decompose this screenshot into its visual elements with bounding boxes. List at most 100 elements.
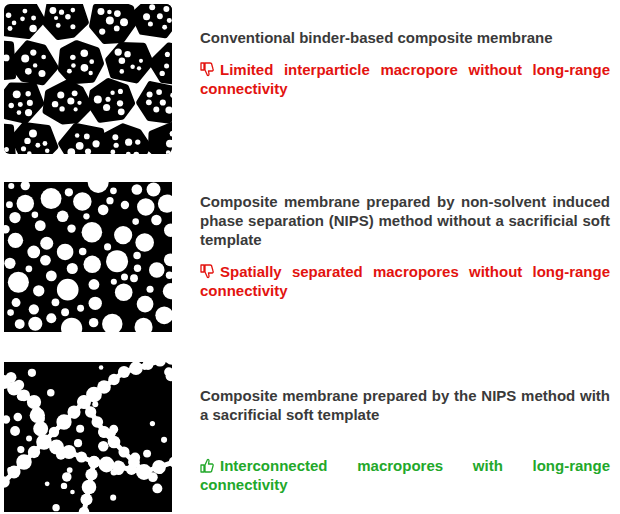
pore (165, 52, 170, 57)
pore (83, 213, 89, 219)
pore (106, 16, 114, 24)
pore (21, 146, 26, 151)
pore (102, 314, 122, 332)
pore (114, 143, 119, 148)
pore (157, 13, 163, 19)
pore-group (4, 362, 172, 512)
pore (121, 201, 129, 209)
pore (81, 64, 89, 72)
macropore (80, 493, 92, 505)
pore (43, 141, 48, 146)
pore (97, 8, 104, 15)
thumbs-down-icon (200, 264, 214, 279)
pore (45, 481, 50, 486)
pore (28, 317, 42, 331)
pore (28, 369, 36, 377)
macropore (152, 460, 166, 474)
pore (89, 318, 98, 327)
pore (120, 18, 128, 26)
pore (8, 26, 13, 31)
pore (156, 89, 162, 95)
pore (8, 272, 29, 293)
macropore (97, 380, 111, 394)
panel-ground (4, 362, 172, 512)
pore (46, 271, 57, 282)
macropore (82, 480, 97, 495)
pore (67, 97, 74, 104)
pore (147, 286, 154, 293)
pore (12, 298, 21, 307)
pore (61, 483, 67, 489)
pore (163, 283, 172, 299)
pore (132, 184, 143, 195)
pore (81, 50, 89, 58)
macropore (108, 374, 120, 386)
pore (92, 401, 98, 407)
pore (76, 142, 84, 150)
pore (72, 413, 78, 419)
pore (149, 4, 155, 10)
particle (46, 83, 91, 122)
pore (111, 279, 117, 285)
pore (155, 306, 172, 324)
macropore (154, 362, 166, 367)
pore (163, 6, 169, 12)
pore (65, 188, 73, 196)
macropore (37, 435, 51, 449)
pore (67, 69, 72, 74)
pore (41, 55, 46, 60)
pore (133, 152, 139, 154)
pore (74, 107, 78, 111)
pore (70, 24, 75, 29)
pore (103, 104, 110, 111)
pore (110, 150, 115, 154)
pore (135, 233, 154, 252)
macropore (108, 436, 121, 449)
particle (102, 126, 148, 154)
panel-ground (4, 182, 172, 332)
pore (15, 319, 25, 329)
pore (50, 7, 57, 14)
pore (150, 421, 155, 426)
pore (166, 150, 171, 154)
pore (17, 392, 26, 401)
thumbs-up-icon (200, 458, 214, 473)
pore (139, 59, 143, 63)
pore (61, 318, 82, 332)
pore (33, 285, 44, 296)
pore (29, 25, 36, 32)
pore (62, 472, 72, 482)
macropore (67, 405, 80, 418)
pore (67, 148, 75, 154)
particle (92, 4, 134, 41)
pore (88, 182, 109, 193)
pore (130, 453, 140, 463)
pore (99, 365, 104, 370)
particle (46, 4, 86, 37)
particle (151, 125, 172, 154)
pore (88, 71, 92, 75)
pore (30, 49, 36, 55)
pore (132, 218, 139, 225)
pore (73, 192, 91, 210)
pore (59, 10, 64, 15)
pore (118, 89, 123, 94)
pore (9, 103, 14, 108)
pore (98, 205, 109, 216)
macropore (36, 434, 52, 450)
particle (11, 43, 56, 82)
text-block: Composite membrane prepared by non-solve… (200, 192, 610, 249)
pore (89, 279, 100, 290)
membrane-title: Conventional binder-based composite memb… (200, 29, 553, 46)
pore (110, 91, 114, 95)
pore (67, 263, 78, 274)
pore (143, 13, 150, 20)
pore (160, 99, 166, 105)
text-block: Spatially separated macropores without l… (200, 262, 610, 300)
pore (29, 304, 39, 314)
pore (147, 183, 161, 197)
pore (160, 71, 165, 76)
macropore (16, 454, 31, 469)
text-block: Composite membrane prepared by the NIPS … (200, 386, 610, 424)
pore (105, 97, 110, 102)
